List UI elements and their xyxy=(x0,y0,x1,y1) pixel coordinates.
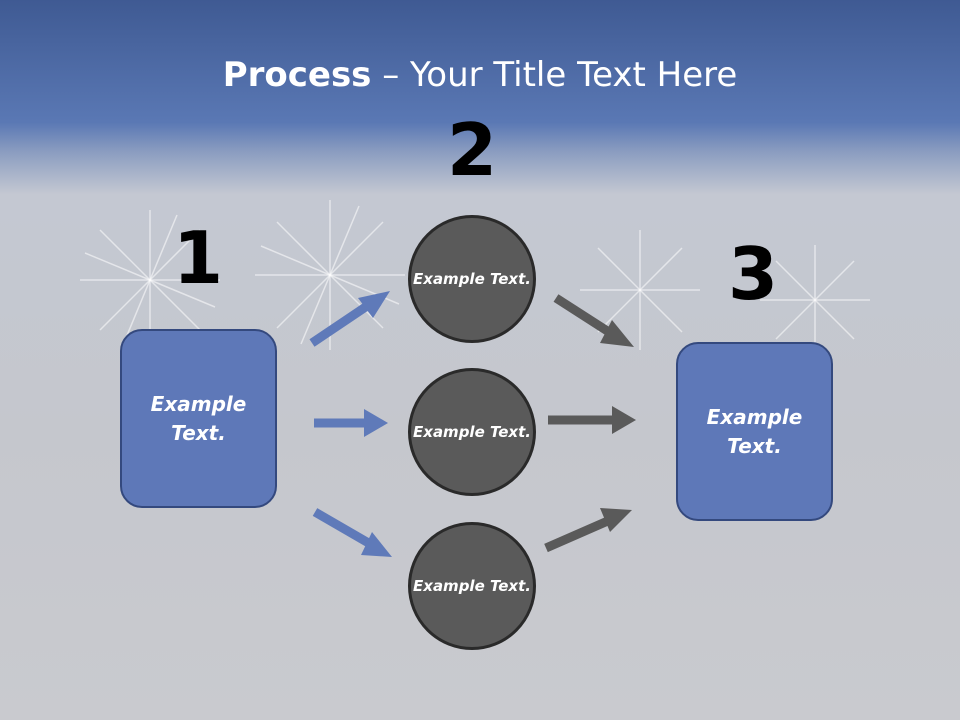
blue-arrow-up xyxy=(309,291,390,347)
step-number-2: 2 xyxy=(446,108,498,192)
slide-title: Process – Your Title Text Here xyxy=(0,52,960,98)
title-bold: Process xyxy=(222,55,372,95)
step-number-1: 1 xyxy=(172,216,224,300)
right-step-box: Example Text. xyxy=(676,342,833,521)
circle-middle: Example Text. xyxy=(408,368,536,496)
blue-arrow-middle xyxy=(314,409,388,437)
circle-top: Example Text. xyxy=(408,215,536,343)
circle-bottom: Example Text. xyxy=(408,522,536,650)
gray-arrow-middle xyxy=(548,406,636,434)
blue-arrow-down xyxy=(312,508,392,557)
title-rest: – Your Title Text Here xyxy=(371,55,738,95)
gray-arrow-up xyxy=(544,508,632,553)
left-step-box: Example Text. xyxy=(120,329,277,508)
step-number-3: 3 xyxy=(727,232,779,316)
gray-arrow-down xyxy=(553,294,634,347)
